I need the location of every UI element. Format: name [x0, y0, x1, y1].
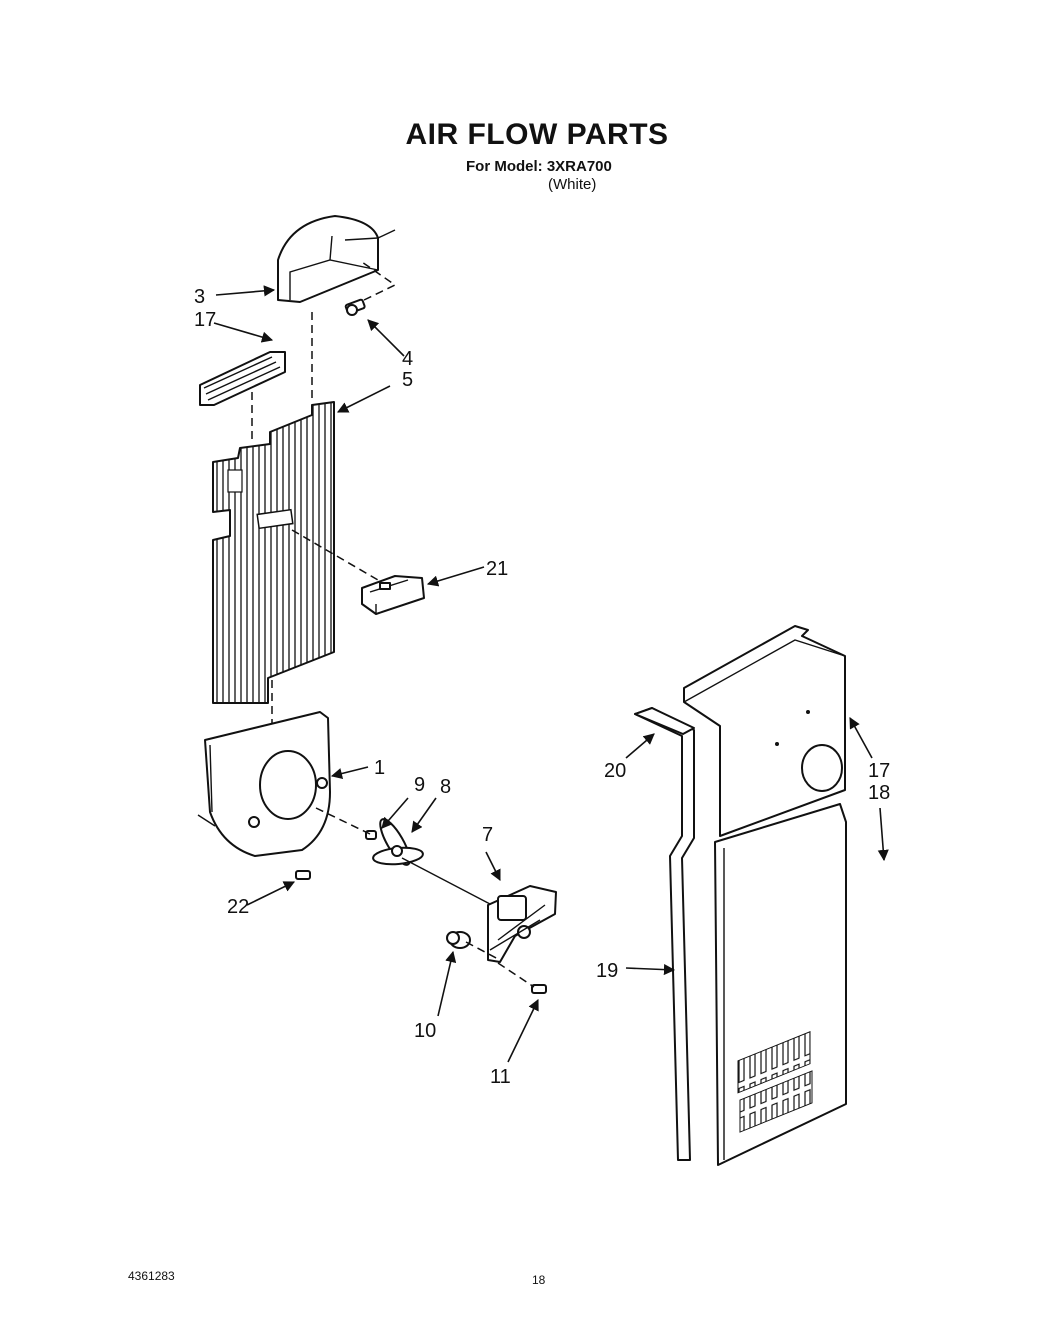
model-color: (White) — [548, 176, 597, 193]
part-8-fan-blade — [372, 818, 491, 905]
callout-22: 22 — [227, 896, 249, 918]
callout-numbers: 3 17 4 5 21 1 9 8 7 22 10 11 20 17 18 19 — [194, 286, 890, 1088]
part-17-upper-cover — [683, 625, 846, 837]
part-4-screw — [344, 261, 397, 316]
callout-6: 17 — [194, 309, 216, 331]
callout-1: 1 — [374, 757, 385, 779]
callout-21: 21 — [486, 558, 508, 580]
part-10-grommet — [446, 931, 501, 961]
page-title: AIR FLOW PARTS — [405, 118, 669, 151]
callout-19: 19 — [596, 960, 618, 982]
callout-8: 8 — [440, 776, 451, 798]
part-7-fan-motor — [487, 885, 557, 963]
callout-7: 7 — [482, 824, 493, 846]
callout-17: 17 — [868, 760, 890, 782]
part-5-evaporator-cover — [212, 312, 335, 726]
part-9-nut — [315, 807, 377, 840]
page-number: 18 — [532, 1273, 546, 1287]
model-number: For Model: 3XRA700 — [466, 158, 612, 175]
callout-9: 9 — [414, 774, 425, 796]
part-22-screw — [295, 870, 311, 880]
part-19-air-tower — [714, 803, 847, 1166]
part-20-seal — [634, 707, 695, 1161]
callout-3: 3 — [194, 286, 205, 308]
callout-18: 18 — [868, 782, 890, 804]
part-3-duct-cover — [277, 215, 396, 303]
callout-11: 11 — [490, 1066, 511, 1088]
part-6-grille — [199, 351, 286, 406]
part-21-bracket — [291, 529, 425, 615]
callout-20: 20 — [604, 760, 626, 782]
callout-5: 5 — [402, 369, 413, 391]
part-11-screw — [497, 962, 547, 994]
part-1-fan-shroud — [197, 711, 331, 857]
document-number: 4361283 — [128, 1269, 175, 1283]
callout-4: 4 — [402, 348, 413, 370]
callout-10: 10 — [414, 1020, 436, 1042]
leader-lines — [213, 285, 889, 1063]
